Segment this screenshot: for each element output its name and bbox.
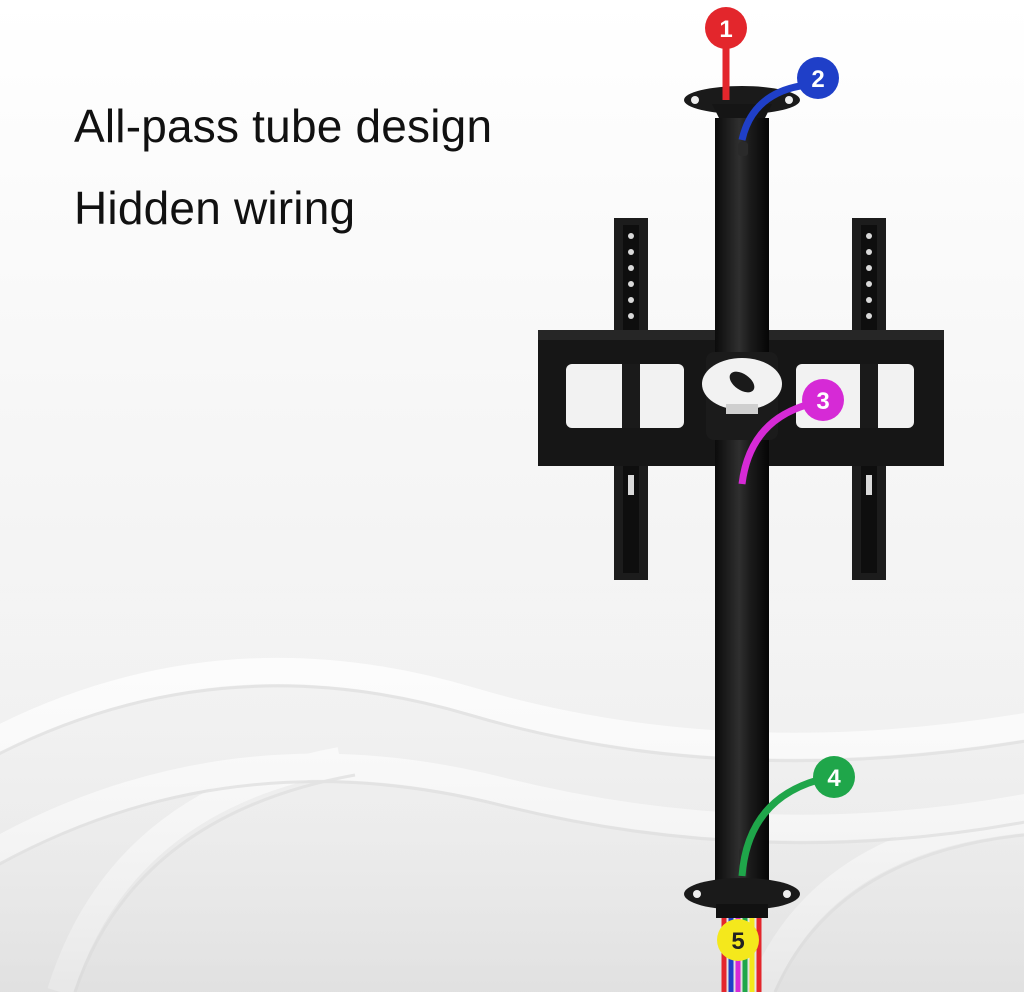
svg-text:5: 5 xyxy=(731,928,744,955)
callout-3: 3 xyxy=(802,379,844,421)
swivel-joint xyxy=(702,352,782,440)
headline-tube-design: All-pass tube design xyxy=(74,100,493,152)
floor-shade xyxy=(0,560,1024,992)
top-slot xyxy=(738,142,748,156)
svg-text:1: 1 xyxy=(719,16,732,43)
callout-5: 5 xyxy=(717,919,759,961)
svg-text:3: 3 xyxy=(816,388,829,415)
bottom-flange xyxy=(684,878,800,918)
callout-1: 1 xyxy=(705,7,747,49)
cable-4 xyxy=(738,776,819,877)
cable-3 xyxy=(738,400,811,485)
rail-holes xyxy=(628,233,872,495)
callout-4: 4 xyxy=(813,756,855,798)
callout-2: 2 xyxy=(797,57,839,99)
headline-hidden-wiring: Hidden wiring xyxy=(74,182,356,234)
cable-2 xyxy=(738,82,801,141)
pole xyxy=(715,118,769,900)
svg-text:4: 4 xyxy=(827,765,841,792)
svg-text:2: 2 xyxy=(811,66,824,93)
